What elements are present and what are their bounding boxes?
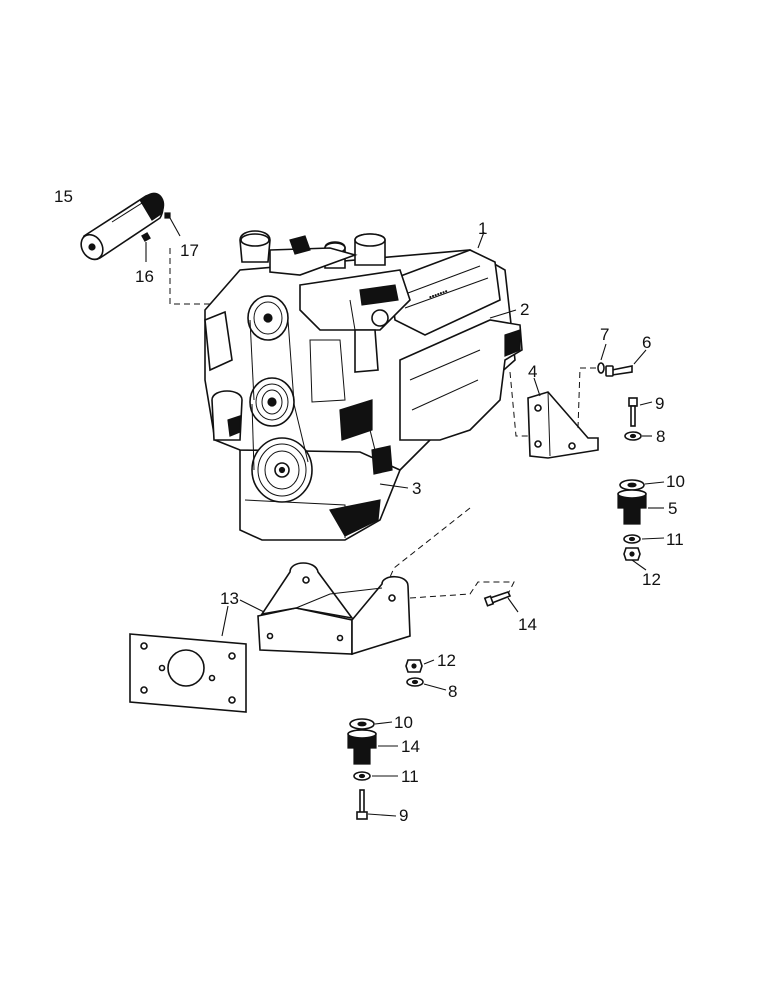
washer-8-upper bbox=[624, 431, 642, 441]
callout-6: 6 bbox=[642, 333, 651, 352]
washer-10-right bbox=[619, 479, 645, 491]
bolt-6 bbox=[605, 365, 633, 377]
front-cradle-bracket bbox=[257, 562, 411, 656]
callout-4: 4 bbox=[528, 362, 537, 381]
washer-10-lower bbox=[349, 718, 375, 730]
callout-7: 7 bbox=[600, 325, 609, 344]
callout-16: 16 bbox=[135, 267, 154, 286]
callout-11-right: 11 bbox=[666, 530, 684, 549]
washer-8-lower bbox=[406, 677, 424, 687]
callout-10-lower: 10 bbox=[394, 713, 413, 732]
filter-fitting-16 bbox=[141, 232, 151, 262]
callout-9-upper: 9 bbox=[655, 394, 664, 413]
washer-7 bbox=[597, 362, 605, 374]
callout-17: 17 bbox=[180, 241, 199, 260]
callout-12-lower: 12 bbox=[437, 651, 456, 670]
washer-11-lower bbox=[353, 771, 371, 781]
callout-3: 3 bbox=[412, 479, 421, 498]
isolator-5 bbox=[617, 489, 647, 525]
crank-pulley bbox=[251, 437, 313, 503]
callout-14-upper: 14 bbox=[518, 615, 537, 634]
bolt-9-upper bbox=[628, 397, 638, 427]
mounting-plate-13 bbox=[129, 633, 247, 713]
nut-12-right bbox=[623, 547, 641, 561]
bolt-14-upper bbox=[483, 591, 512, 607]
callout-2: 2 bbox=[520, 300, 529, 319]
side-mount-bracket bbox=[527, 391, 599, 459]
callout-15: 15 bbox=[54, 187, 73, 206]
callout-14-lower: 14 bbox=[401, 737, 420, 756]
top-pulley bbox=[247, 295, 289, 341]
washer-11-right bbox=[623, 534, 641, 544]
callout-5: 5 bbox=[668, 499, 677, 518]
nut-12-lower bbox=[405, 659, 423, 673]
bolt-9-lower bbox=[356, 789, 368, 820]
oil-filter-part bbox=[80, 192, 165, 261]
callout-1: 1 bbox=[478, 219, 487, 238]
callout-8-lower: 8 bbox=[448, 682, 457, 701]
isolator-14-lower bbox=[347, 729, 377, 765]
callout-13: 13 bbox=[220, 589, 239, 608]
filter-fitting-17 bbox=[164, 212, 181, 237]
callout-11-lower: 11 bbox=[401, 767, 419, 786]
middle-pulley bbox=[249, 377, 295, 427]
callout-10-right: 10 bbox=[666, 472, 685, 491]
callout-12-right: 12 bbox=[642, 570, 661, 589]
engine-assembly: ••••••• bbox=[204, 230, 523, 541]
callout-9-lower: 9 bbox=[399, 806, 408, 825]
callout-8-upper: 8 bbox=[656, 427, 665, 446]
